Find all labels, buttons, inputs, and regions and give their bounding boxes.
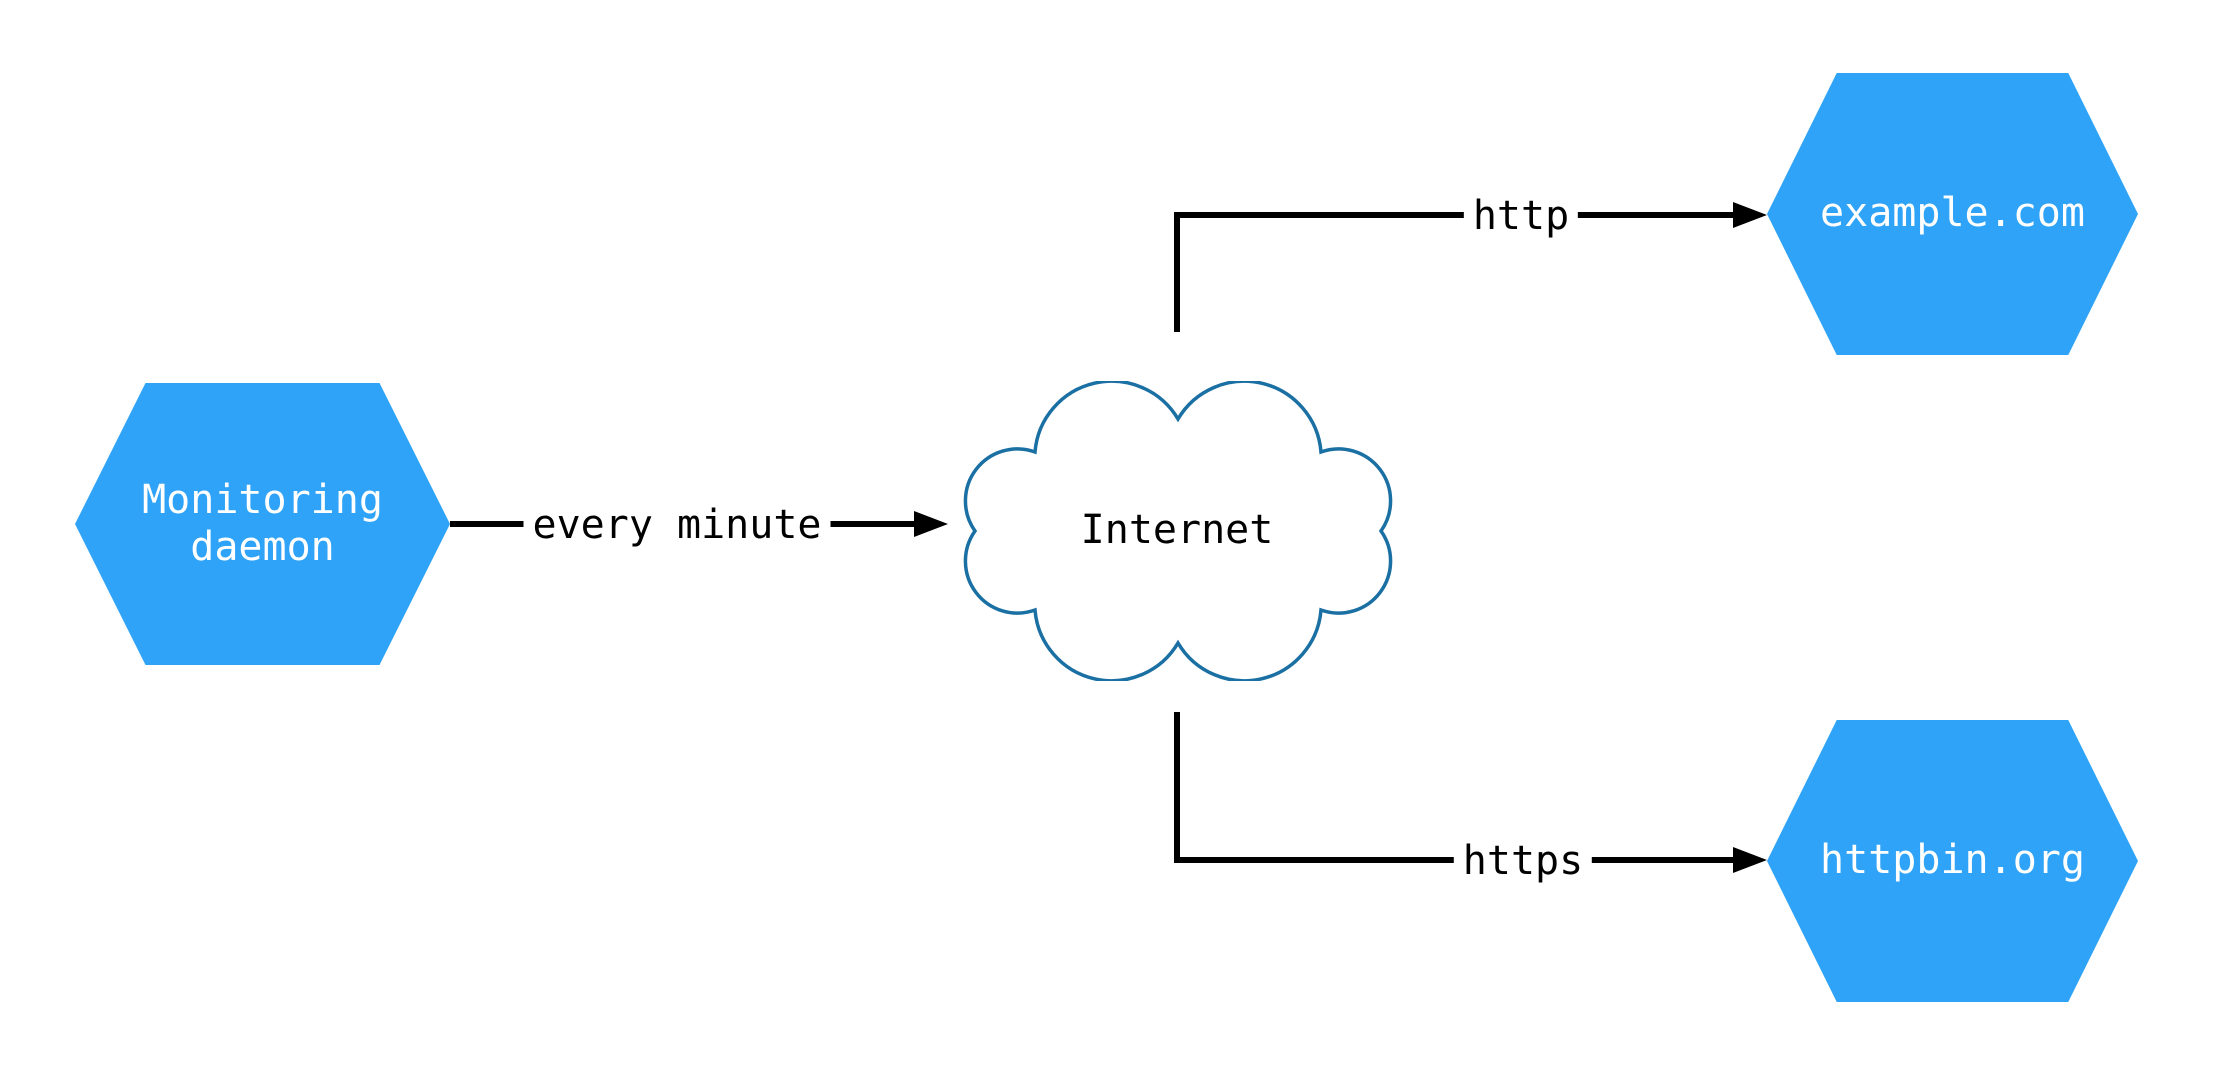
edge-label-http: http xyxy=(1463,193,1579,239)
arrowhead-icon xyxy=(1733,202,1767,228)
arrowhead-icon xyxy=(1733,847,1767,873)
edge-http-line-horizontal xyxy=(1174,212,1734,218)
cloud-outline-path xyxy=(963,381,1393,681)
node-internet-label: Internet xyxy=(1080,507,1274,553)
node-example-com-label: example.com xyxy=(1820,190,2085,237)
node-httpbin-org-label: httpbin.org xyxy=(1820,837,2085,884)
arrowhead-icon xyxy=(914,511,948,537)
node-monitoring-daemon: Monitoring daemon xyxy=(75,383,450,665)
node-monitoring-daemon-label: Monitoring daemon xyxy=(142,476,383,570)
internet-cloud-shape xyxy=(963,381,1393,681)
edge-https-line-vertical xyxy=(1174,712,1180,860)
edge-http-line-vertical xyxy=(1174,215,1180,332)
node-example-com: example.com xyxy=(1767,73,2138,355)
edge-label-every-minute: every minute xyxy=(523,502,831,548)
edge-label-https: https xyxy=(1453,838,1593,884)
node-httpbin-org: httpbin.org xyxy=(1767,720,2138,1002)
